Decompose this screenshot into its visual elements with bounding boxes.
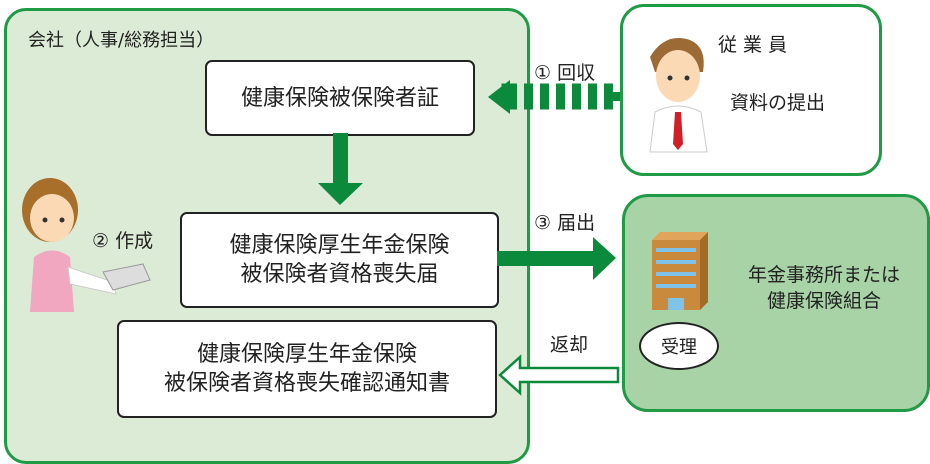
pension-office-name: 年金事務所または 健康保険組合 (724, 262, 924, 314)
received-badge: 受理 (639, 322, 719, 370)
confirmation-box: 健康保険厚生年金保険 被保険者資格喪失確認通知書 (117, 320, 497, 418)
step-submit-label: ③ 届出 (534, 212, 596, 234)
flow-arrows (318, 80, 625, 396)
office-building-icon (652, 232, 708, 310)
office-name-line2: 健康保険組合 (766, 290, 881, 312)
office-name-line1: 年金事務所または (747, 264, 900, 286)
employee-man-icon (649, 38, 708, 153)
received-badge-label: 受理 (661, 337, 697, 358)
submit-arrow (497, 237, 616, 280)
employee-title: 従 業 員 (718, 34, 788, 56)
confirmation-line2: 被保険者資格喪失確認通知書 (163, 371, 450, 396)
employee-action: 資料の提出 (730, 92, 826, 114)
confirmation-line1: 健康保険厚生年金保険 (196, 342, 417, 367)
company-label: 会社（人事/総務担当） (28, 30, 215, 51)
return-arrow (498, 354, 620, 396)
insurance-card-box: 健康保険被保険者証 (205, 60, 475, 136)
loss-notice-line1: 健康保険厚生年金保険 (229, 233, 450, 258)
down-arrow (318, 133, 363, 205)
insurance-card-label: 健康保険被保険者証 (240, 85, 439, 111)
loss-notice-line2: 被保険者資格喪失届 (240, 262, 439, 287)
staff-woman-icon (22, 178, 151, 312)
step-collect-label: ① 回収 (534, 62, 596, 84)
step-create-label: ② 作成 (92, 230, 154, 252)
return-label: 返却 (550, 334, 589, 356)
loss-notice-box: 健康保険厚生年金保険 被保険者資格喪失届 (180, 212, 499, 308)
collect-arrow (488, 80, 625, 114)
